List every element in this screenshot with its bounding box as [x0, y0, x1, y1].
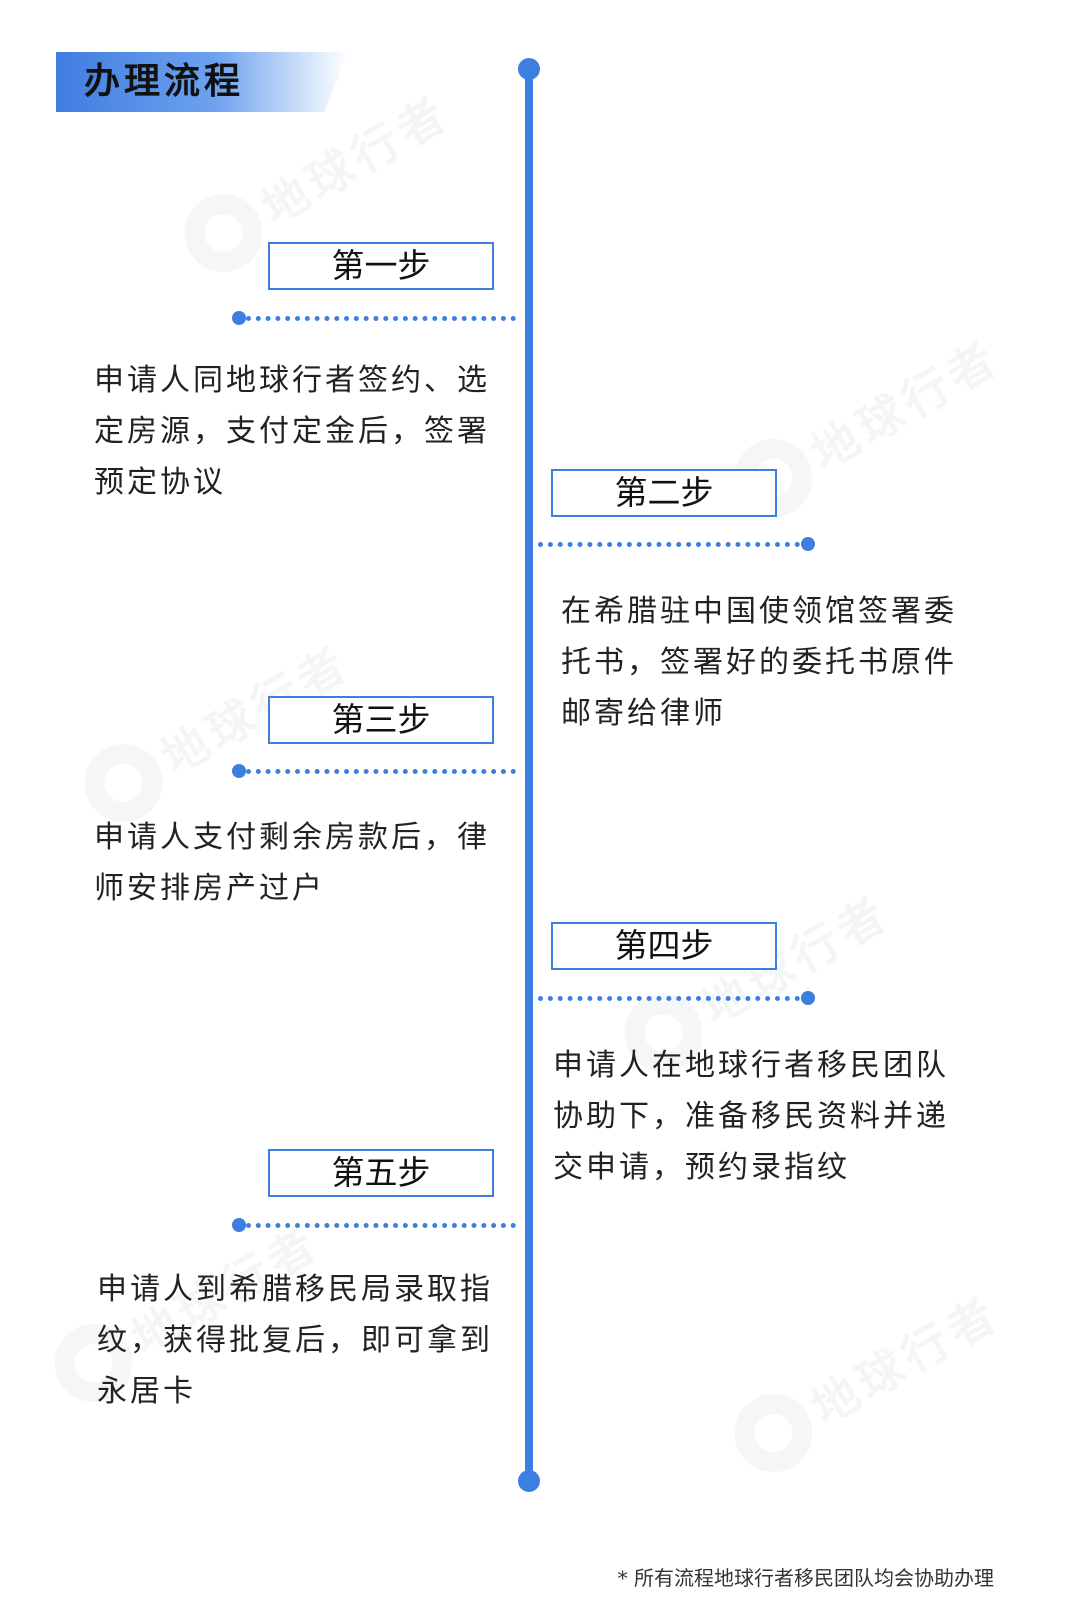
timeline-end-dot [518, 1470, 540, 1492]
step-3-description: 申请人支付剩余房款后，律师安排房产过户 [94, 820, 490, 906]
step-5-label: 第五步 [268, 1149, 494, 1197]
title-banner [56, 52, 348, 112]
step-2-description: 在希腊驻中国使领馆签署委托书，签署好的委托书原件邮寄给律师 [561, 594, 957, 731]
step-4-connector [538, 996, 800, 1001]
step-5-description: 申请人到希腊移民局录取指纹，获得批复后，即可拿到永居卡 [97, 1272, 493, 1409]
timeline-axis [525, 70, 533, 1482]
step-3-connector-dot [232, 764, 246, 778]
watermark: 地球行者 [720, 1272, 1014, 1487]
step-1-description: 申请人同地球行者签约、选定房源，支付定金后，签署预定协议 [94, 363, 490, 500]
timeline-start-dot [518, 58, 540, 80]
step-4-description: 申请人在地球行者移民团队协助下，准备移民资料并递交申请，预约录指纹 [553, 1048, 949, 1185]
step-2-connector [538, 542, 800, 547]
watermark-logo-icon [170, 179, 277, 287]
watermark-logo-icon [720, 1379, 827, 1487]
step-5-connector-dot [232, 1218, 246, 1232]
step-3-connector [246, 769, 516, 774]
page-title: 办理流程 [84, 61, 245, 102]
step-1-connector [246, 316, 516, 321]
step-4-connector-dot [801, 991, 815, 1005]
step-3-label: 第三步 [268, 696, 494, 744]
footnote: * 所有流程地球行者移民团队均会协助办理 [617, 1566, 994, 1590]
step-4-label: 第四步 [551, 922, 777, 970]
step-2-label: 第二步 [551, 469, 777, 517]
step-1-connector-dot [232, 311, 246, 325]
step-5-connector [246, 1223, 516, 1228]
step-1-label: 第一步 [268, 242, 494, 290]
step-2-connector-dot [801, 537, 815, 551]
